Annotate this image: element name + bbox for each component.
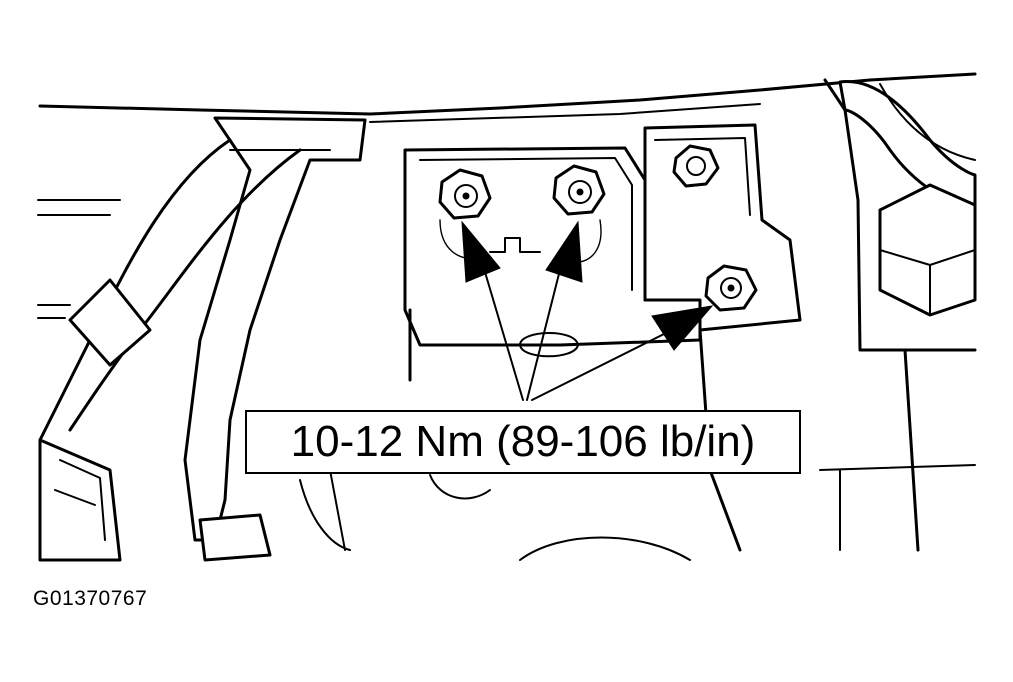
bolt-center [552, 164, 606, 216]
lower-left-edge [299, 469, 351, 551]
upper-body-edge-inner [369, 103, 761, 123]
right-hose-loop [838, 80, 977, 212]
left-panel-lines [37, 199, 121, 319]
figure-id-label: G01370767 [33, 587, 148, 610]
lower-housing-curve [519, 536, 691, 561]
arrow-to-bolt-right [531, 305, 714, 401]
right-rod [903, 348, 920, 552]
right-frame-edge [823, 78, 977, 352]
arrow-to-bolt-left [461, 220, 524, 401]
hex-fitting [878, 183, 977, 317]
bolt-right [704, 264, 758, 312]
hex-fitting-face [879, 249, 976, 316]
bracket-notch [489, 237, 541, 253]
hose-collar [198, 513, 272, 562]
bracket-inner-edge [419, 157, 633, 291]
left-connector-detail [54, 459, 106, 541]
torque-spec-callout: 10-12 Nm (89-106 lb/in) [245, 410, 801, 474]
right-lower-panel [819, 464, 976, 551]
bolt-top-right [672, 144, 720, 188]
harness-inner [68, 148, 302, 432]
arrow-to-bolt-center [526, 220, 583, 401]
center-boss [519, 332, 579, 358]
hose-left [183, 116, 367, 542]
right-hose-inner [879, 83, 976, 161]
bolt-left [438, 168, 492, 220]
secondary-bracket-edge [654, 137, 751, 216]
harness-clip [68, 278, 152, 367]
lower-fitting [429, 474, 491, 500]
